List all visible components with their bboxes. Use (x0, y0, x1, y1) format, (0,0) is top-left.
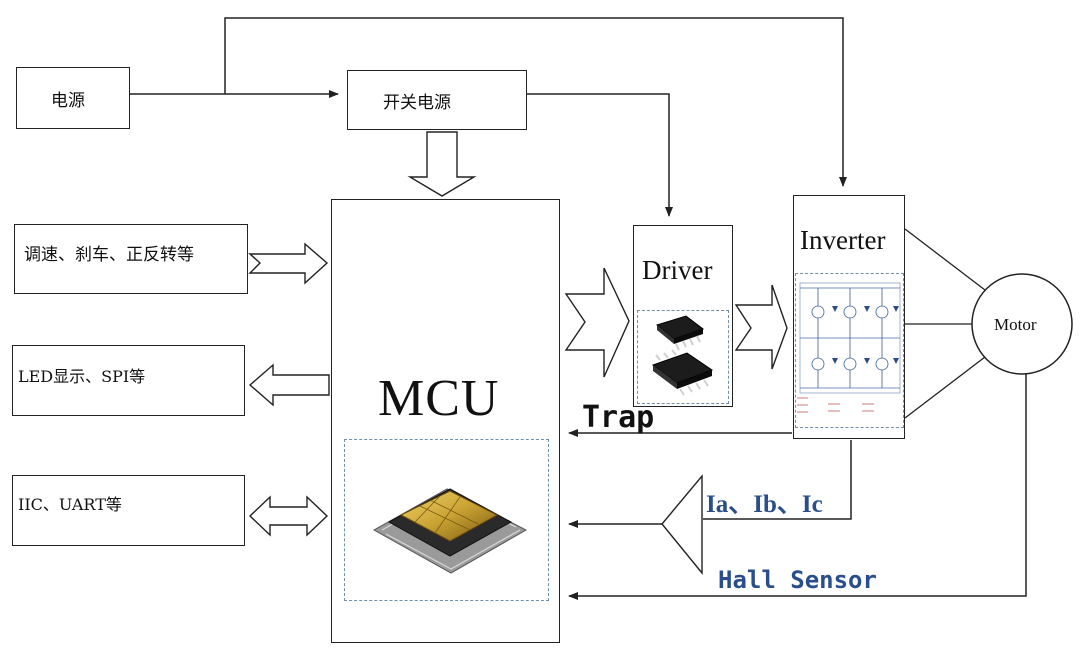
hall-sensor-label: Hall Sensor (718, 566, 877, 594)
schematic-diodes (832, 306, 899, 364)
inverter-motor-wires (904, 228, 986, 419)
driver-ic-image (651, 315, 714, 396)
driver-ic-top (655, 315, 705, 351)
ic-bottom-side2 (677, 370, 712, 389)
inverter-schematic-frame (795, 273, 904, 428)
driver-ic-bottom (651, 349, 714, 396)
power-to-inverter-line (224, 17, 847, 187)
smps-box (347, 70, 527, 130)
iic-uart-box (12, 475, 245, 546)
led-spi-box (12, 345, 245, 416)
schematic-resistors (797, 397, 874, 413)
ic-top-leads (675, 335, 701, 351)
phase-currents-label: Ia、Ib、Ic (706, 491, 823, 518)
trap-signal-label: Trap (582, 400, 655, 435)
smps-to-mcu-hollow-arrow (407, 131, 477, 197)
mcu-to-led-hollow-arrow (248, 363, 330, 407)
speed-control-label: 调速、刹车、正反转等 (24, 245, 194, 265)
mcu-chip-image (372, 488, 528, 574)
inverter-schematic (797, 282, 901, 413)
smps-label: 开关电源 (383, 93, 451, 113)
power-box (16, 67, 130, 129)
phase-a-wire (904, 228, 986, 291)
led-spi-label: LED显示、SPI等 (18, 367, 146, 386)
smps-to-driver-line (527, 93, 673, 217)
power-label: 电源 (51, 91, 85, 111)
speed-control-box (14, 224, 248, 294)
iic-uart-label: IIC、UART等 (18, 495, 122, 514)
driver-image-frame (637, 310, 729, 404)
power-wiring (130, 17, 847, 217)
ic-bottom-leads (655, 349, 709, 396)
motor-circle (971, 273, 1073, 375)
phase-c-wire (904, 356, 986, 419)
driver-box (633, 225, 733, 407)
driver-label: Driver (642, 255, 713, 285)
ic-top-side (657, 325, 674, 344)
ic-bottom-side (653, 365, 677, 389)
feedback-wiring (568, 373, 1027, 600)
mcu-label: MCU (378, 370, 500, 427)
mcu-to-driver-chevron-arrow (564, 267, 630, 378)
current-amplifier-triangle (661, 474, 703, 575)
iic-mcu-double-hollow-arrow (248, 495, 329, 537)
driver-to-inverter-chevron-arrow (734, 284, 788, 370)
ic-top-side2 (674, 329, 703, 344)
chip-die (399, 490, 499, 542)
inverter-box (793, 195, 905, 439)
motor-label: Motor (994, 315, 1037, 334)
chip-die-detail (414, 495, 479, 534)
inverter-label: Inverter (800, 225, 886, 255)
mcu-image-frame (344, 439, 549, 601)
speed-to-mcu-hollow-arrow (248, 242, 329, 285)
hall-feedback-line (568, 373, 1027, 600)
schematic-switches (811, 288, 889, 388)
current-feedback-line (703, 440, 852, 520)
